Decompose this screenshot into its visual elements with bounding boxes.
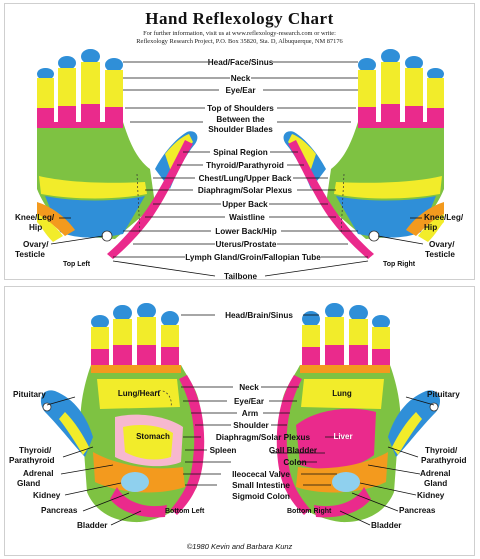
label-lung-heart: Lung/Heart — [118, 389, 161, 398]
bottom-card: Head/Brain/Sinus Neck Eye/Ear Arm Should… — [4, 286, 475, 556]
label-bladder-left: Bladder — [77, 521, 108, 530]
label-between-line1: Between the — [216, 115, 265, 124]
subtitle-line-1: For further information, visit us at www… — [143, 30, 336, 37]
label-small-intestine: Small Intestine — [232, 481, 290, 490]
label-pituitary-left: Pituitary — [13, 390, 46, 399]
label-thyroid-right-1: Thyroid/ — [425, 446, 458, 455]
label-between-line2: Shoulder Blades — [208, 125, 273, 134]
subtitle-line-2: Reflexology Research Project, P.O. Box 3… — [136, 38, 343, 45]
label-neck: Neck — [231, 74, 251, 83]
label-diaphragm-solar-plexus: Diaphragm/Solar Plexus — [198, 186, 293, 195]
top-leader-lines — [50, 61, 424, 277]
spinal-stripe-left — [107, 140, 193, 259]
label-eye-ear-palm: Eye/Ear — [234, 397, 265, 406]
label-diaphragm-palm: Diaphragm/Solar Plexus — [216, 433, 311, 442]
label-thyroid-left-1: Thyroid/ — [19, 446, 52, 455]
label-top-left: Top Left — [63, 261, 91, 268]
label-gall-bladder: Gall Bladder — [269, 446, 318, 455]
finger-ring-left — [58, 56, 76, 124]
finger-middle-palm-left — [137, 303, 156, 367]
label-head-face-sinus: Head/Face/Sinus — [208, 58, 274, 67]
label-thyroid-right-2: Parathyroid — [421, 456, 467, 465]
label-bottom-left: Bottom Left — [165, 508, 205, 515]
label-lung: Lung — [332, 389, 352, 398]
bottom-hands-diagram: Head/Brain/Sinus Neck Eye/Ear Arm Should… — [9, 303, 467, 530]
label-arm: Arm — [242, 409, 258, 418]
label-knee-left-1: Knee/Leg/ — [15, 213, 55, 222]
label-shoulder: Shoulder — [233, 421, 269, 430]
label-kidney-left: Kidney — [33, 491, 61, 500]
label-knee-right-1: Knee/Leg/ — [424, 213, 464, 222]
finger-pinky-left — [37, 68, 54, 124]
label-liver: Liver — [333, 432, 352, 441]
label-adrenal-right-2: Gland — [424, 479, 447, 488]
copyright: ©1980 Kevin and Barbara Kunz — [186, 542, 293, 551]
label-ovary-left-1: Ovary/ — [23, 240, 49, 249]
bottom-labels: Head/Brain/Sinus Neck Eye/Ear Arm Should… — [9, 311, 467, 530]
label-head-brain-sinus: Head/Brain/Sinus — [225, 311, 293, 320]
finger-middle-left — [81, 49, 100, 124]
label-ovary-left-2: Testicle — [15, 250, 45, 259]
pituitary-dot-left — [42, 402, 52, 412]
waistline-band-left — [39, 176, 147, 199]
label-chest-lung-upper-back: Chest/Lung/Upper Back — [199, 174, 292, 183]
label-adrenal-left-2: Gland — [17, 479, 40, 488]
label-pancreas-right: Pancreas — [399, 506, 436, 515]
label-lymph-gland: Lymph Gland/Groin/Fallopian Tube — [185, 253, 321, 262]
label-ileocecal-valve: Ileocecal Valve — [232, 470, 290, 479]
spine-stripe-palm-left — [171, 375, 205, 515]
top-labels: Head/Face/Sinus Neck Eye/Ear Top of Shou… — [15, 58, 464, 280]
kidney-left — [121, 472, 149, 492]
label-thyroid-left-2: Parathyroid — [9, 456, 55, 465]
bottom-left-hand — [40, 303, 205, 523]
label-ovary-right-2: Testicle — [425, 250, 455, 259]
label-top-right: Top Right — [383, 261, 416, 268]
label-adrenal-right-1: Adrenal — [420, 469, 450, 478]
lung-heart-zone — [97, 379, 180, 409]
label-kidney-right: Kidney — [417, 491, 445, 500]
label-colon: Colon — [283, 458, 306, 467]
bottom-leader-lines — [46, 314, 435, 526]
colon-band-left — [93, 452, 185, 493]
finger-pinky-palm-left — [91, 315, 109, 365]
top-right-hand — [283, 49, 444, 259]
label-spleen: Spleen — [210, 446, 237, 455]
top-left-hand — [37, 49, 198, 259]
finger-index-left — [105, 58, 123, 124]
label-bladder-right: Bladder — [371, 521, 402, 530]
top-hands-diagram: Head/Face/Sinus Neck Eye/Ear Top of Shou… — [15, 49, 464, 280]
label-uterus-prostate: Uterus/Prostate — [216, 240, 277, 249]
label-sigmoid-colon: Sigmoid Colon — [232, 492, 290, 501]
bottom-right-hand — [276, 303, 441, 523]
label-adrenal-left-1: Adrenal — [23, 469, 53, 478]
top-card: Hand Reflexology Chart For further infor… — [4, 3, 475, 280]
label-pituitary-right: Pituitary — [427, 390, 460, 399]
label-top-of-shoulders: Top of Shoulders — [207, 104, 274, 113]
label-pancreas-left: Pancreas — [41, 506, 78, 515]
finger-index-palm-left — [161, 311, 179, 367]
finger-ring-palm-left — [113, 305, 132, 367]
label-knee-right-2: Hip — [424, 223, 437, 232]
chart-title: Hand Reflexology Chart — [145, 9, 334, 28]
label-eye-ear: Eye/Ear — [225, 86, 256, 95]
label-stomach: Stomach — [136, 432, 170, 441]
label-waistline: Waistline — [229, 213, 265, 222]
label-ovary-right-1: Ovary/ — [429, 240, 455, 249]
ovary-dot-left — [101, 230, 113, 242]
label-thyroid-parathyroid: Thyroid/Parathyroid — [206, 161, 284, 170]
label-bottom-right: Bottom Right — [287, 508, 332, 515]
liver-zone — [296, 408, 376, 470]
label-upper-back: Upper Back — [222, 200, 268, 209]
label-neck-palm: Neck — [239, 383, 259, 392]
label-knee-left-2: Hip — [29, 223, 42, 232]
label-spinal-region: Spinal Region — [213, 148, 268, 157]
label-lower-back-hip: Lower Back/Hip — [215, 227, 276, 236]
label-tailbone: Tailbone — [224, 272, 257, 280]
